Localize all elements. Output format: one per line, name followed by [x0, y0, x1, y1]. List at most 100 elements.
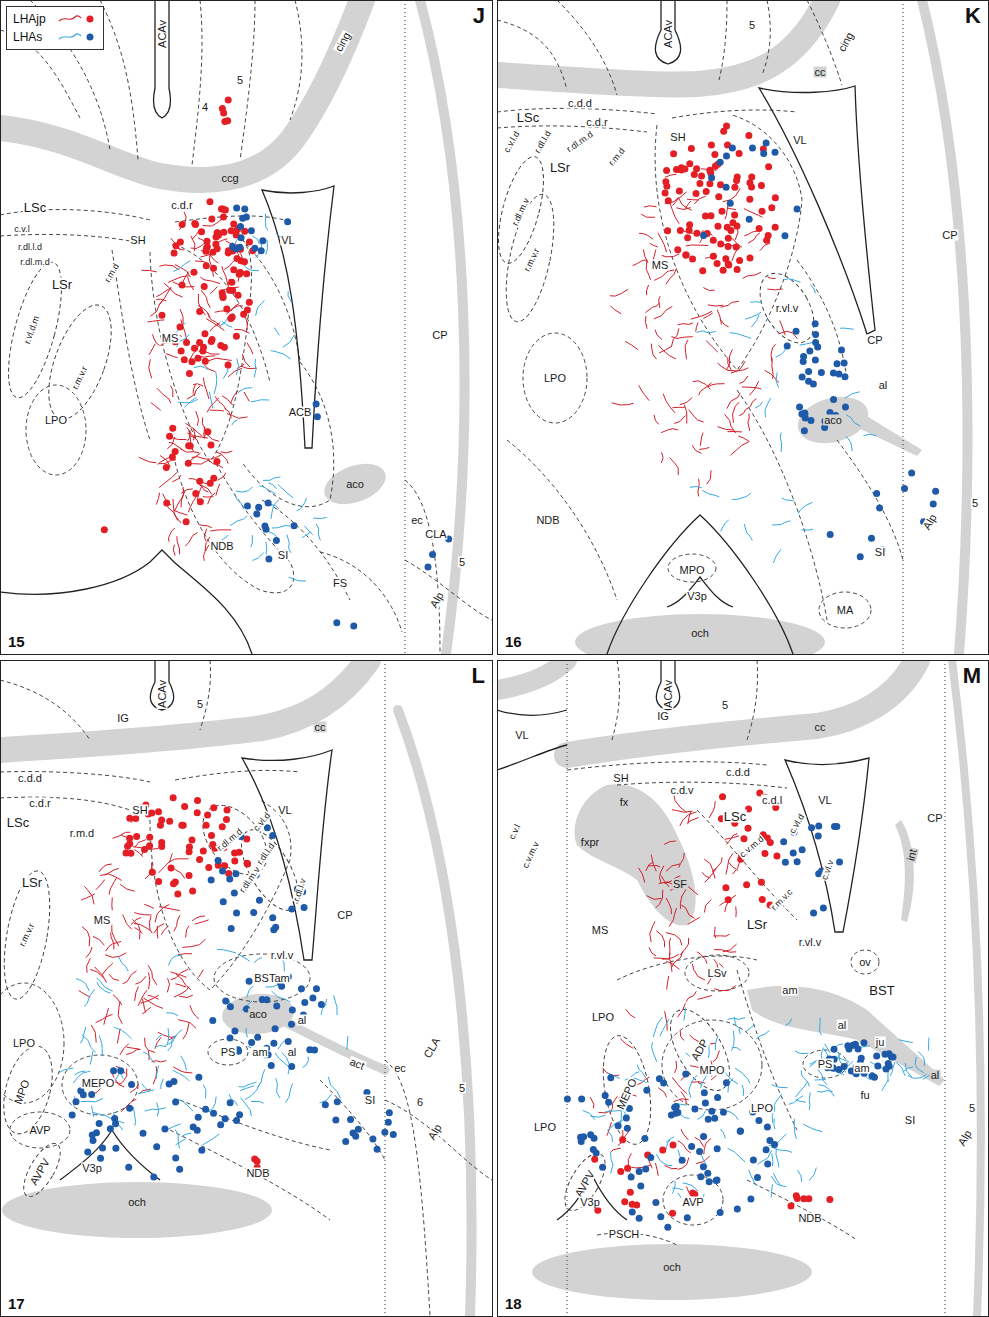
- region-label: IG: [656, 711, 670, 722]
- axon-fiber: [714, 986, 735, 991]
- labeled-cell: [746, 196, 753, 203]
- region-label: CP: [926, 813, 943, 824]
- labeled-cell: [272, 1025, 279, 1032]
- region-boundary: [662, 1020, 762, 1110]
- region-boundary: [100, 1, 138, 160]
- labeled-cell: [237, 223, 244, 230]
- ventricle-outline: [150, 661, 173, 710]
- labeled-cell: [696, 180, 703, 187]
- axon-fiber: [767, 277, 775, 279]
- labeled-cell: [90, 1137, 97, 1144]
- region-label: 5: [748, 20, 756, 31]
- axon-fiber: [188, 496, 196, 512]
- region-boundary: [150, 234, 251, 462]
- region-label: LPO: [12, 1038, 36, 1049]
- labeled-cell: [374, 1146, 381, 1153]
- axon-fiber: [655, 1163, 658, 1176]
- labeled-cell: [758, 182, 765, 189]
- region-label: r.vl.v: [798, 937, 823, 948]
- region-label: r.m.v.r: [522, 246, 541, 274]
- labeled-cell: [208, 832, 215, 839]
- region-boundary: [290, 1, 302, 120]
- axon-fiber: [809, 1093, 810, 1110]
- labeled-cell: [228, 279, 235, 286]
- axon-fiber: [304, 526, 312, 535]
- labeled-cell: [647, 1154, 654, 1161]
- labeled-cell: [827, 531, 834, 538]
- labeled-cell: [763, 1146, 770, 1153]
- region-label: 6: [416, 1097, 424, 1108]
- labeled-cell: [759, 896, 766, 903]
- axon-fiber: [918, 1051, 924, 1066]
- axon-fiber: [670, 458, 679, 475]
- axon-fiber: [654, 958, 670, 959]
- fiber-tract: [398, 710, 472, 1316]
- axon-fiber: [612, 403, 634, 405]
- labeled-cell: [230, 221, 237, 228]
- labeled-cell: [153, 1143, 160, 1150]
- axon-fiber: [903, 1067, 913, 1072]
- labeled-cell: [731, 211, 738, 218]
- labeled-cell: [577, 1134, 584, 1141]
- labeled-cell: [717, 1209, 724, 1216]
- legend-cell: [87, 34, 94, 41]
- region-label: ACAv: [157, 679, 168, 709]
- axon-fiber: [196, 411, 199, 426]
- axon-fiber: [228, 368, 242, 377]
- labeled-cell: [722, 884, 729, 891]
- axon-fiber: [735, 906, 736, 917]
- axon-fiber: [159, 473, 177, 488]
- axon-fiber: [96, 1014, 113, 1022]
- axon-fiber: [135, 840, 146, 848]
- axon-fiber: [194, 386, 200, 396]
- axon-fiber: [698, 995, 712, 999]
- axon-fiber: [825, 1044, 830, 1053]
- legend-box: LHAjpLHAs: [6, 6, 104, 50]
- labeled-cell: [244, 307, 251, 314]
- region-label: CP: [941, 230, 958, 241]
- axon-fiber: [746, 1025, 755, 1032]
- axon-fiber: [145, 1108, 166, 1111]
- axon-fiber: [199, 525, 212, 528]
- axon-fiber: [238, 954, 250, 961]
- labeled-cell: [101, 526, 108, 533]
- fiber-tract: [567, 661, 917, 755]
- labeled-cell: [607, 1074, 614, 1081]
- region-label: PS: [817, 1059, 834, 1070]
- labeled-cell: [736, 150, 743, 157]
- labeled-cell: [689, 255, 696, 262]
- region-label: r.m.v.r: [17, 921, 36, 949]
- labeled-cell: [386, 1109, 393, 1116]
- axon-fiber: [102, 963, 113, 975]
- axon-fiber: [882, 1080, 889, 1091]
- axon-fiber: [154, 924, 164, 934]
- region-label: LSr: [21, 876, 43, 889]
- axon-fiber: [684, 1008, 686, 1021]
- labeled-cell: [676, 188, 683, 195]
- axon-fiber: [135, 976, 146, 984]
- labeled-cell: [729, 219, 736, 226]
- region-boundary: [658, 1000, 741, 1100]
- axon-fiber: [685, 340, 688, 359]
- axon-fiber: [177, 536, 180, 554]
- labeled-cell: [225, 361, 232, 368]
- labeled-cell: [126, 815, 133, 822]
- axon-fiber: [80, 1027, 85, 1043]
- region-label: int: [905, 847, 919, 863]
- labeled-cell: [313, 985, 320, 992]
- region-boundary: [175, 244, 270, 382]
- labeled-cell: [150, 1174, 157, 1181]
- labeled-cell: [886, 1050, 893, 1057]
- axon-fiber: [666, 961, 679, 969]
- labeled-cell: [227, 1099, 234, 1106]
- labeled-cell: [168, 865, 175, 872]
- region-label: al: [930, 1070, 941, 1081]
- region-label: am: [781, 985, 798, 996]
- labeled-cell: [195, 355, 202, 362]
- axon-fiber: [156, 1065, 158, 1078]
- axon-fiber: [659, 345, 676, 359]
- labeled-cell: [908, 469, 915, 476]
- axon-fiber: [168, 859, 188, 863]
- region-label: CP: [866, 335, 883, 346]
- labeled-cell: [195, 1114, 202, 1121]
